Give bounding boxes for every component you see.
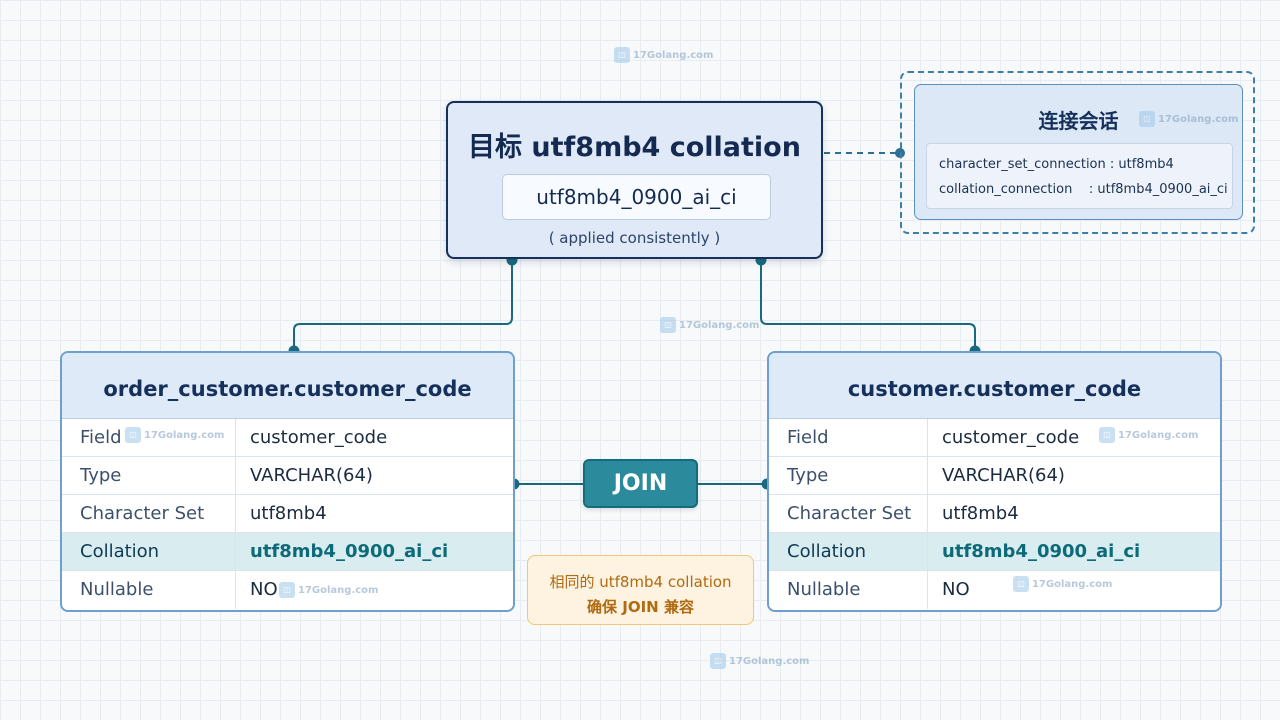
row-value: utf8mb4_0900_ai_ci — [250, 541, 449, 562]
row-value: NO — [942, 579, 970, 600]
table-row-highlighted: Collation utf8mb4_0900_ai_ci — [769, 533, 1220, 571]
row-value: customer_code — [250, 427, 388, 448]
row-key: Type — [769, 457, 928, 494]
row-value: VARCHAR(64) — [250, 465, 373, 486]
table-row: Nullable NO — [62, 571, 513, 609]
row-value: NO — [250, 579, 278, 600]
note-line-1: 相同的 utf8mb4 collation — [549, 573, 732, 591]
row-value: utf8mb4 — [250, 503, 327, 524]
row-value: utf8mb4_0900_ai_ci — [942, 541, 1141, 562]
session-box: 连接会话 character_set_connection : utf8mb4 … — [914, 84, 1243, 220]
row-key: Nullable — [62, 571, 236, 609]
customer-table: customer.customer_code Field customer_co… — [767, 351, 1222, 612]
row-key: Character Set — [62, 495, 236, 532]
session-dashed-frame: 连接会话 character_set_connection : utf8mb4 … — [900, 71, 1255, 234]
table-row: Field customer_code — [62, 419, 513, 457]
compatibility-note: 相同的 utf8mb4 collation 确保 JOIN 兼容 — [527, 555, 754, 625]
table-row: Nullable NO — [769, 571, 1220, 609]
note-line-2: 确保 JOIN 兼容 — [587, 598, 694, 616]
join-badge: JOIN — [583, 459, 698, 508]
table-row: Type VARCHAR(64) — [62, 457, 513, 495]
row-key: Character Set — [769, 495, 928, 532]
row-key: Field — [62, 419, 236, 456]
row-key: Collation — [62, 533, 236, 570]
order-customer-table: order_customer.customer_code Field custo… — [60, 351, 515, 612]
target-collation-box: 目标 utf8mb4 collation utf8mb4_0900_ai_ci … — [446, 101, 823, 259]
row-key: Field — [769, 419, 928, 456]
session-collation-line: collation_connection : utf8mb4_0900_ai_c… — [939, 182, 1228, 197]
session-charset-line: character_set_connection : utf8mb4 — [939, 157, 1174, 172]
link-target-to-left-table — [293, 260, 513, 351]
row-value: customer_code — [942, 427, 1080, 448]
table-title: customer.customer_code — [769, 353, 1220, 419]
link-target-to-right-table — [760, 260, 976, 351]
table-title: order_customer.customer_code — [62, 353, 513, 419]
row-key: Collation — [769, 533, 928, 570]
row-value: utf8mb4 — [942, 503, 1019, 524]
session-settings: character_set_connection : utf8mb4 colla… — [926, 143, 1233, 209]
table-row: Field customer_code — [769, 419, 1220, 457]
table-row-highlighted: Collation utf8mb4_0900_ai_ci — [62, 533, 513, 571]
row-key: Nullable — [769, 571, 928, 609]
table-row: Type VARCHAR(64) — [769, 457, 1220, 495]
target-title: 目标 utf8mb4 collation — [468, 132, 801, 163]
row-key: Type — [62, 457, 236, 494]
table-row: Character Set utf8mb4 — [62, 495, 513, 533]
row-value: VARCHAR(64) — [942, 465, 1065, 486]
target-note: ( applied consistently ) — [548, 229, 721, 247]
session-title: 连接会话 — [1038, 109, 1119, 133]
target-collation-value: utf8mb4_0900_ai_ci — [502, 174, 771, 220]
table-row: Character Set utf8mb4 — [769, 495, 1220, 533]
